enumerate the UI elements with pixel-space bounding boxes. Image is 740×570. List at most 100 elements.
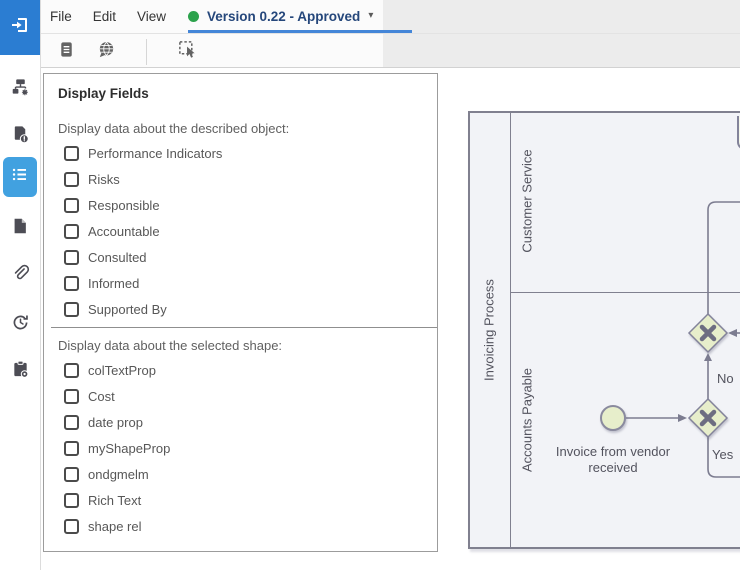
flow-label-no[interactable]: No [717,371,734,386]
checkbox[interactable] [64,388,79,404]
checkbox-row-supported-by[interactable]: Supported By [64,301,423,317]
document-tool-button[interactable] [54,40,78,64]
header-row-separator [40,33,740,34]
checkbox[interactable] [64,414,79,430]
checkbox-label: Supported By [88,301,167,317]
arrowhead-up-icon [704,353,712,361]
version-selector[interactable]: Version 0.22 - Approved ▾ [188,0,373,32]
checkbox-label: Rich Text [88,492,142,508]
chevron-down-icon: ▾ [368,10,374,21]
section-label-selected-shape: Display data about the selected shape: [58,338,283,353]
document-icon [57,40,76,64]
version-label: Version 0.22 - Approved [207,8,361,24]
checkbox-row-date-prop[interactable]: date prop [64,414,423,430]
checkbox-row-rich-text[interactable]: Rich Text [64,492,423,508]
toolbar-separator [146,38,147,65]
checkbox[interactable] [64,197,79,213]
checkbox-row-cost[interactable]: Cost [64,388,423,404]
sidebar-divider [40,0,41,570]
checkbox-row-informed[interactable]: Informed [64,275,423,291]
checkbox-label: Risks [88,171,120,187]
pool-label-band-divider [510,113,511,547]
checkbox-label: colTextProp [88,362,156,378]
checkbox[interactable] [64,145,79,161]
menu-edit[interactable]: Edit [92,9,117,24]
display-fields-list-icon [11,165,30,189]
panel-section-divider [51,327,437,328]
history-icon [11,313,30,337]
menu-view[interactable]: View [137,9,167,24]
left-sidebar [0,55,40,570]
sidebar-item-document-info[interactable] [0,117,40,157]
checkbox-row-responsible[interactable]: Responsible [64,197,423,213]
checkbox-label: Cost [88,388,115,404]
language-comment-icon [97,40,116,64]
checkbox[interactable] [64,275,79,291]
checkbox-label: Consulted [88,249,147,265]
checkbox-row-ondgmelm[interactable]: ondgmelm [64,466,423,482]
marquee-select-icon [177,39,198,65]
flow-label-yes[interactable]: Yes [712,447,734,462]
display-fields-panel: Display Fields Display data about the de… [43,73,438,552]
flow-yes-out[interactable] [707,437,740,478]
approved-status-dot-icon [188,10,199,22]
checkbox-row-consulted[interactable]: Consulted [64,249,423,265]
attachment-icon [11,264,30,288]
checkbox-label: Informed [88,275,140,291]
checkbox[interactable] [64,492,79,508]
menu-file[interactable]: File [50,9,72,24]
lane-divider [511,292,740,293]
menu-bar: File Edit View [50,0,166,33]
checkbox[interactable] [64,518,79,534]
document-info-icon [11,125,30,149]
checkbox-label: Accountable [88,223,160,239]
sidebar-item-process-hierarchy[interactable] [0,70,40,110]
toolbar [54,37,199,66]
sidebar-item-attachments[interactable] [0,256,40,296]
checkbox[interactable] [64,440,79,456]
app-home-button[interactable] [0,0,40,55]
start-event-label[interactable]: Invoice from vendor received [555,444,671,475]
checkbox[interactable] [64,362,79,378]
checkbox-row-accountable[interactable]: Accountable [64,223,423,239]
flow-upper-gateway-out-top[interactable] [707,201,740,314]
select-tool-button[interactable] [175,40,199,64]
checkbox-label: shape rel [88,518,142,534]
comments-tool-button[interactable] [94,40,118,64]
checkbox-row-risks[interactable]: Risks [64,171,423,187]
process-hierarchy-icon [11,78,30,102]
checkbox-label: date prop [88,414,143,430]
sidebar-item-tasks[interactable] [0,352,40,392]
checkbox-label: ondgmelm [88,466,149,482]
checkbox[interactable] [64,249,79,265]
checkbox[interactable] [64,223,79,239]
checkbox-label: Performance Indicators [88,145,223,161]
clipboard-settings-icon [11,360,30,384]
panel-title: Display Fields [58,86,149,101]
checkbox[interactable] [64,466,79,482]
checkbox-row-shape-rel[interactable]: shape rel [64,518,423,534]
checkbox-label: Responsible [88,197,160,213]
sidebar-item-history[interactable] [0,305,40,345]
checkbox-row-coltextprop[interactable]: colTextProp [64,362,423,378]
checkbox-row-performance-indicators[interactable]: Performance Indicators [64,145,423,161]
file-icon [11,217,29,240]
start-event-invoice-received[interactable] [600,405,626,431]
checkbox-row-myshapeprop[interactable]: myShapeProp [64,440,423,456]
toolbar-bottom-border [40,67,740,68]
diagram-canvas[interactable]: Invoicing Process Customer Service Accou… [440,68,740,570]
active-tab-underline [188,30,412,33]
checkbox[interactable] [64,171,79,187]
bpmn-pool[interactable] [468,111,740,549]
sidebar-item-files[interactable] [0,208,40,248]
section-label-described-object: Display data about the described object: [58,121,290,136]
xor-gateway-lower[interactable] [686,396,730,440]
checkbox-label: myShapeProp [88,440,171,456]
checkbox[interactable] [64,301,79,317]
sidebar-item-display-fields[interactable] [3,157,37,197]
header-active-tab-area [40,0,383,68]
enter-app-icon [9,14,31,41]
arrowhead-left-icon [728,329,737,337]
xor-gateway-upper[interactable] [686,311,730,355]
